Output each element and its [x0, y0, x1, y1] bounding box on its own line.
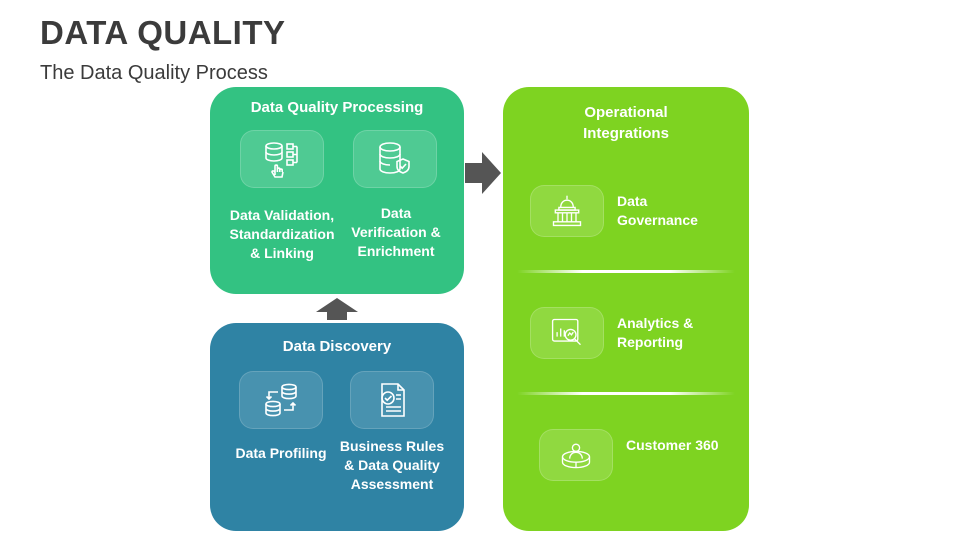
discovery-tile-profiling — [239, 371, 323, 429]
integrations-divider — [517, 392, 735, 395]
integrations-label-governance: Data Governance — [617, 193, 698, 228]
processing-caption-validation: Data Validation, Standardization & Linki… — [229, 207, 335, 261]
page-title: DATA QUALITY — [40, 14, 286, 51]
integrations-divider — [517, 270, 735, 273]
arrow-right-icon — [465, 152, 501, 194]
capitol-building-icon — [552, 195, 582, 227]
data-discovery-panel: Data Discovery Data Profiling Business R… — [210, 323, 464, 531]
processing-tile-validation — [240, 130, 324, 188]
processing-caption-verification: Data Verification & Enrichment — [351, 205, 441, 259]
integrations-tile-analytics — [530, 307, 604, 359]
processing-tile-verification — [353, 130, 437, 188]
processing-title: Data Quality Processing — [250, 99, 424, 116]
discovery-caption-business-rules: Business Rules & Data Quality Assessment — [339, 438, 445, 492]
customer-360-icon — [561, 443, 591, 469]
analytics-magnifier-icon — [551, 318, 581, 346]
operational-integrations-panel: Operational Integrations Data Governance… — [503, 87, 749, 531]
database-check-icon — [379, 142, 410, 174]
checklist-document-icon — [381, 383, 405, 417]
integrations-title: Operational Integrations — [583, 104, 669, 142]
data-quality-processing-panel: Data Quality Processing Data Validation,… — [210, 87, 464, 294]
integrations-tile-governance — [530, 185, 604, 237]
integrations-tile-customer — [539, 429, 613, 481]
page-subtitle: The Data Quality Process — [40, 62, 268, 84]
arrow-up-icon — [316, 298, 358, 320]
integrations-label-customer: Customer 360 — [626, 437, 719, 453]
database-transfer-icon — [265, 383, 297, 417]
discovery-caption-profiling: Data Profiling — [235, 445, 327, 461]
integrations-label-analytics: Analytics & Reporting — [617, 315, 694, 350]
discovery-tile-business-rules — [350, 371, 434, 429]
data-validation-icon — [265, 142, 298, 178]
discovery-title: Data Discovery — [282, 338, 392, 355]
